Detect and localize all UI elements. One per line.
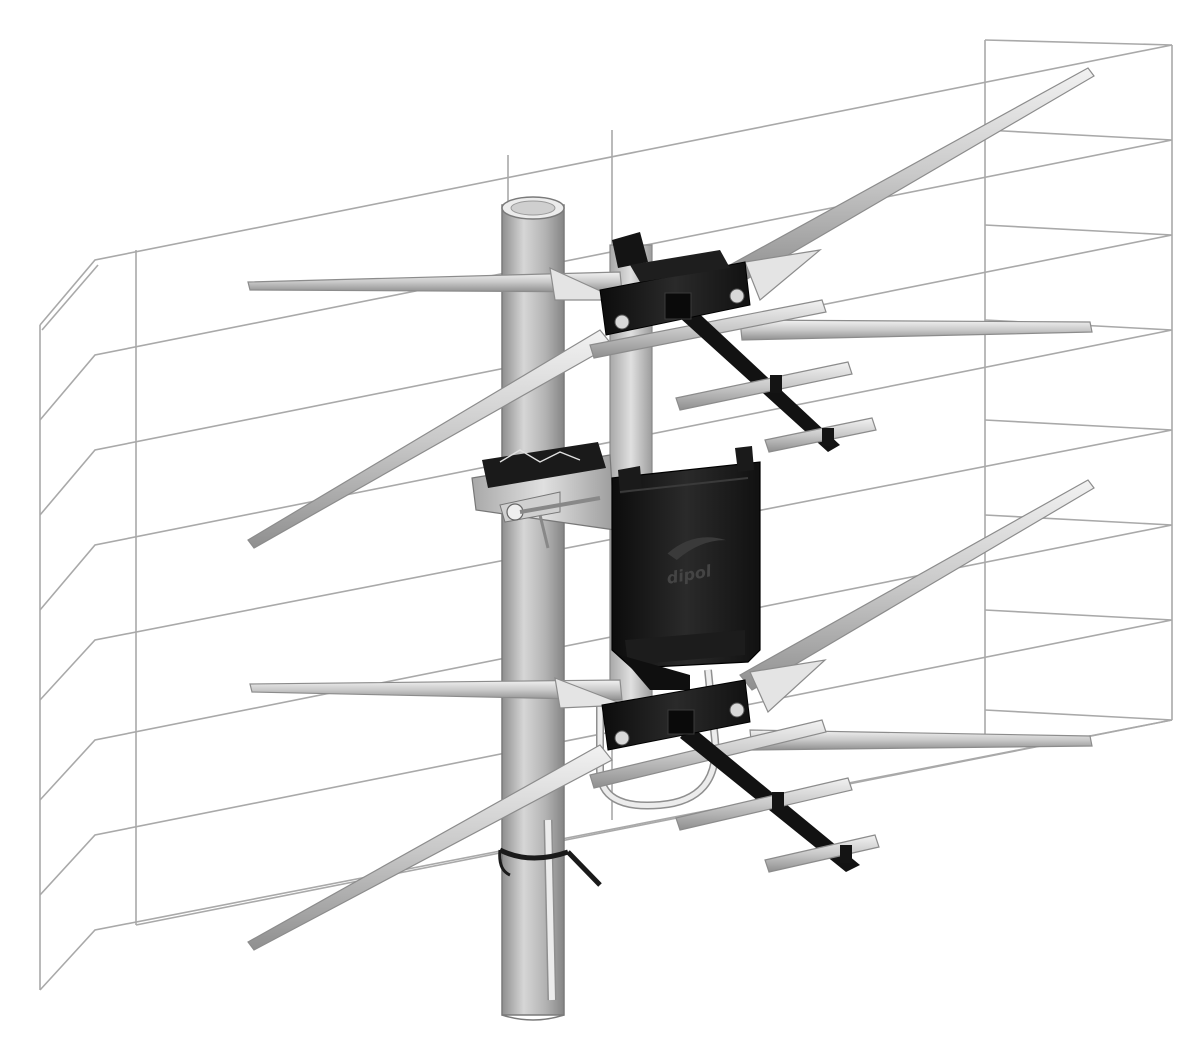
upper-dipole-clamp: [599, 232, 751, 336]
mast-pipe: [501, 196, 565, 1021]
mast-clamp: [471, 442, 616, 549]
lower-dipole: [247, 479, 1095, 951]
upper-dipole: [247, 67, 1095, 549]
lower-dipole-clamp: [601, 679, 751, 751]
upper-director-boom: [675, 305, 877, 453]
cable-tie: [498, 847, 602, 887]
lower-director-boom: [675, 725, 880, 873]
amplifier-box: dipol: [611, 446, 761, 690]
